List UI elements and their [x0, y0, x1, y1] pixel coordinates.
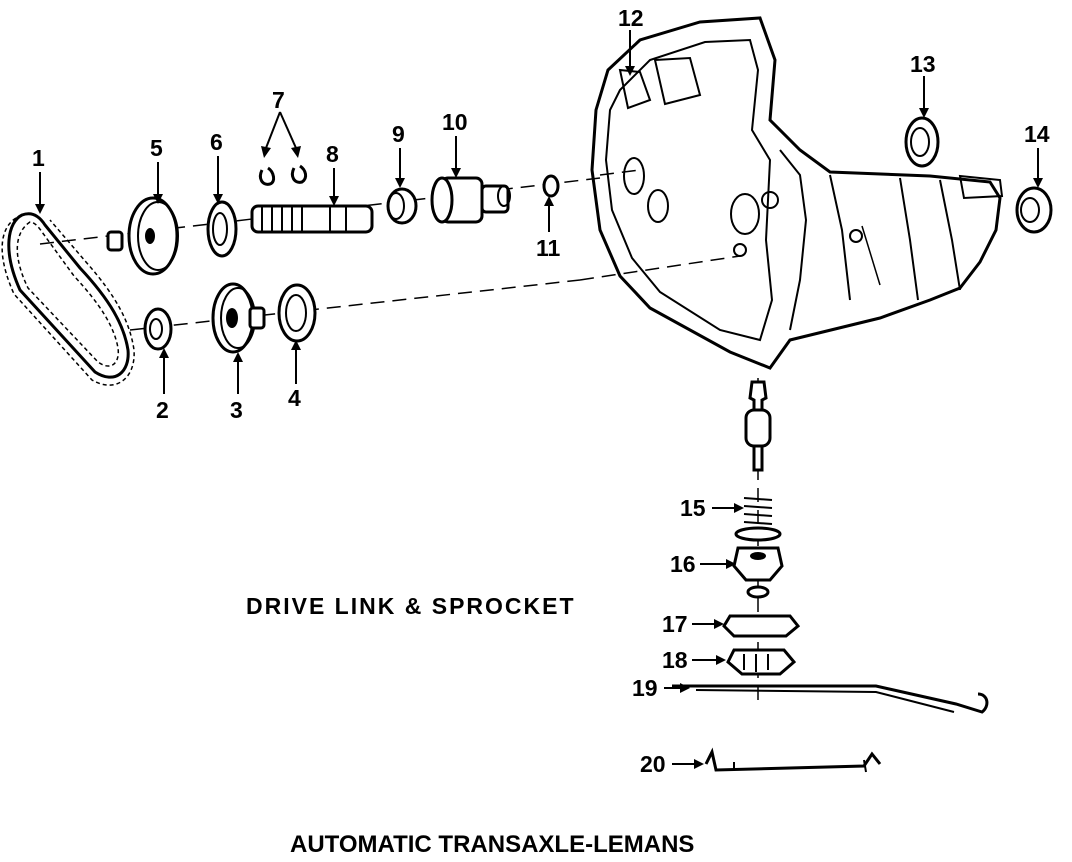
- callout-5: 5: [150, 135, 163, 161]
- callout-4: 4: [288, 385, 301, 411]
- governor-and-linkage-stack: [672, 378, 989, 773]
- upper-shaft-components: [39, 164, 601, 276]
- lower-shaft-components: [129, 279, 581, 354]
- callout-1: 1: [32, 145, 45, 171]
- callout-2: 2: [156, 397, 169, 423]
- callout-7: 7: [272, 87, 285, 113]
- callout-19: 19: [632, 675, 658, 701]
- callout-9: 9: [392, 121, 405, 147]
- callout-leaders: [35, 30, 1043, 769]
- transaxle-case: [579, 16, 1053, 370]
- callout-3: 3: [230, 397, 243, 423]
- callout-6: 6: [210, 129, 223, 155]
- callout-labels: 1 2 3 4 5 6 7 8 9 10 11 12 13 14 15 16 1…: [32, 5, 1050, 777]
- callout-10: 10: [442, 109, 468, 135]
- callout-8: 8: [326, 141, 339, 167]
- callout-16: 16: [670, 551, 696, 577]
- callout-20: 20: [640, 751, 666, 777]
- callout-17: 17: [662, 611, 688, 637]
- callout-15: 15: [680, 495, 706, 521]
- callout-14: 14: [1024, 121, 1050, 147]
- drive-link-chain: [1, 212, 135, 386]
- callout-18: 18: [662, 647, 688, 673]
- callout-13: 13: [910, 51, 936, 77]
- callout-11: 11: [536, 235, 561, 261]
- callout-12: 12: [618, 5, 644, 31]
- diagram-caption: DRIVE LINK & SPROCKET: [246, 593, 576, 619]
- diagram-title: AUTOMATIC TRANSAXLE-LEMANS: [290, 831, 694, 858]
